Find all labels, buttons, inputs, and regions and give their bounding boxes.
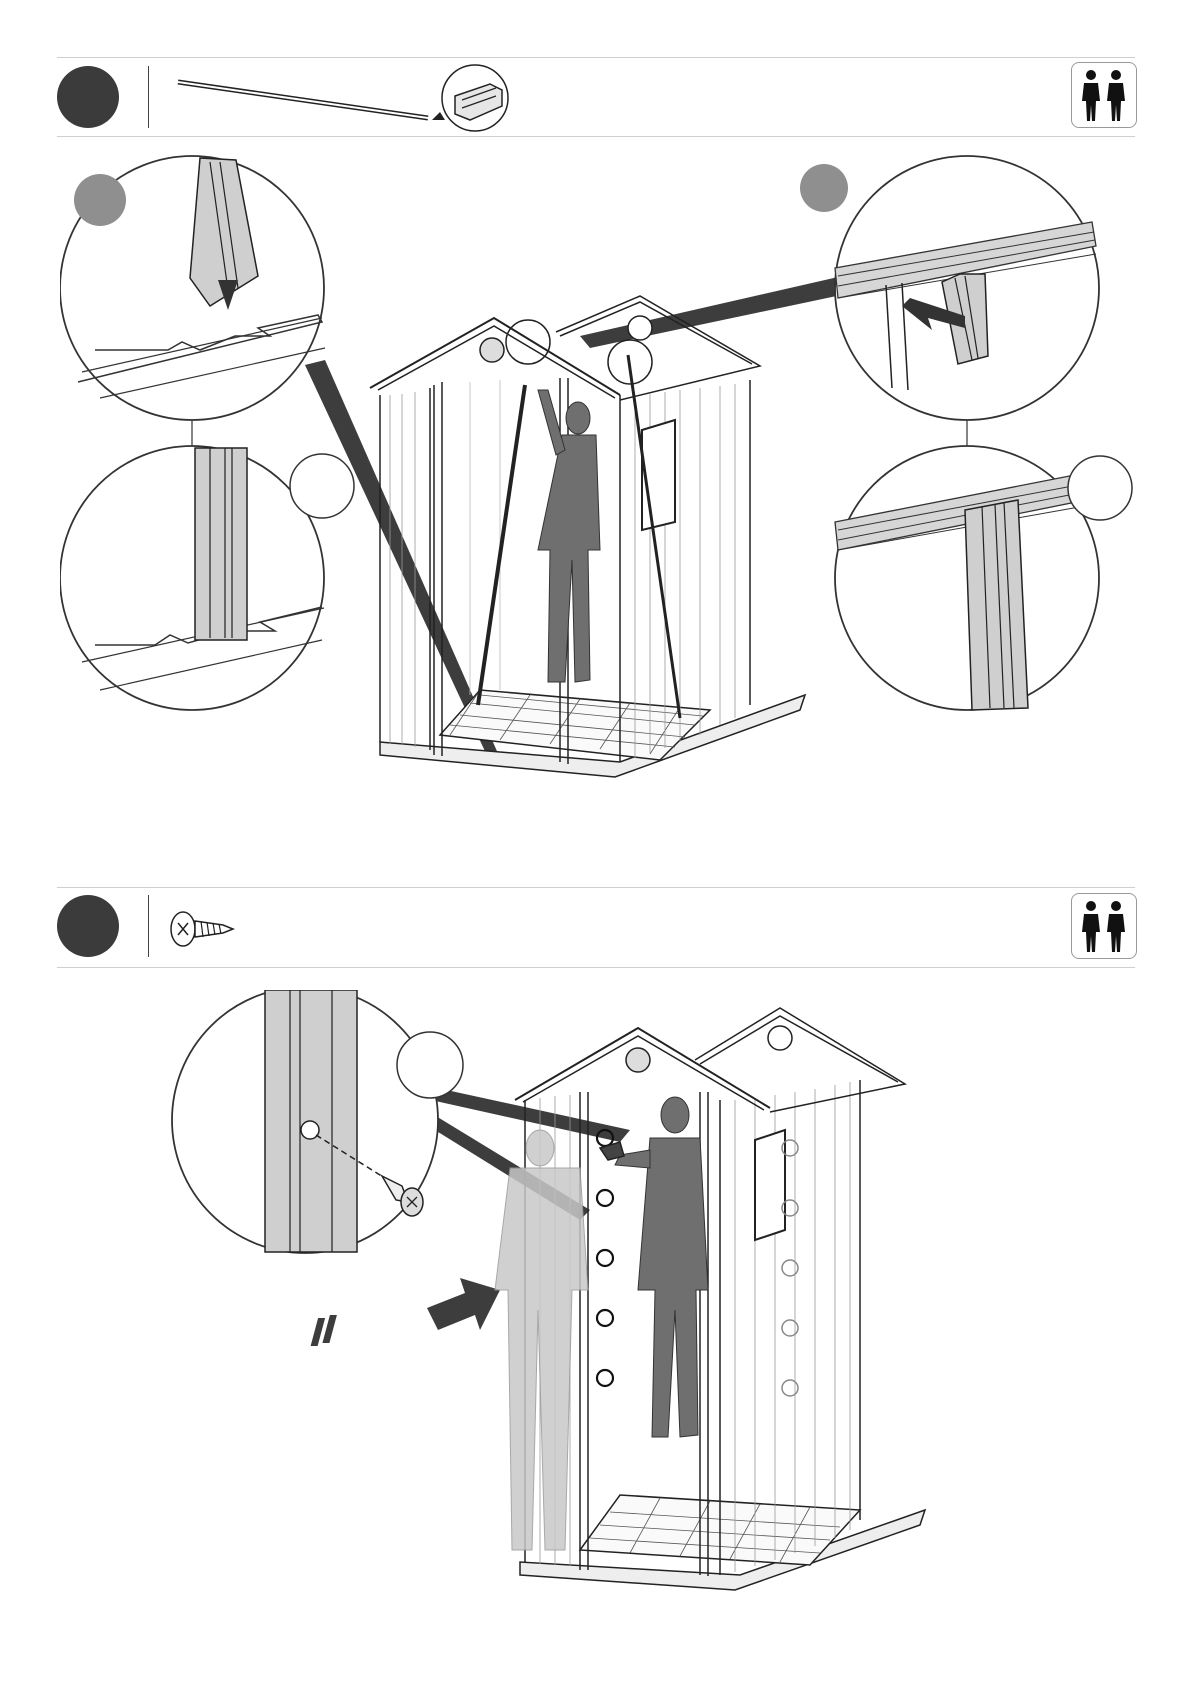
detail-marker-1a (74, 174, 126, 226)
detail-profile-seated (60, 446, 354, 710)
step2-illustration (160, 990, 950, 1650)
step2-number-badge (57, 895, 119, 957)
shed-step1 (370, 296, 805, 777)
step2-header-separator (148, 895, 149, 957)
screw-icon (165, 905, 245, 955)
detail-marker-1b (290, 454, 354, 518)
step2-header-bottom-rule (57, 967, 1135, 968)
detail-screw-into-profile (172, 990, 463, 1253)
drill-icon (600, 1142, 624, 1160)
person-outside-ghost (495, 1130, 588, 1550)
two-person-icon (1076, 898, 1132, 954)
long-rail-profile-icon (170, 62, 520, 134)
step1-two-person-icon (1071, 62, 1137, 128)
detail-marker-2a (800, 164, 848, 212)
step1-header-separator (148, 66, 149, 128)
two-person-icon (1076, 67, 1132, 123)
step2-header-top-rule (57, 887, 1135, 888)
step2-two-person-icon (1071, 893, 1137, 959)
detail-profile-installed (835, 446, 1132, 710)
detail-slide-profile (800, 156, 1099, 450)
push-arrow-icon (311, 1278, 500, 1346)
step1-header-top-rule (57, 57, 1135, 58)
step1-number-badge (57, 66, 119, 128)
step1-header-bottom-rule (57, 136, 1135, 137)
step1-illustration (60, 150, 1150, 850)
person-drilling (615, 1097, 708, 1437)
person-step1 (538, 390, 600, 682)
detail-marker-2b (1068, 456, 1132, 520)
detail-marker-step2 (397, 1032, 463, 1098)
shed-step2 (495, 1008, 925, 1590)
detail-insert-h-profile (60, 156, 325, 450)
